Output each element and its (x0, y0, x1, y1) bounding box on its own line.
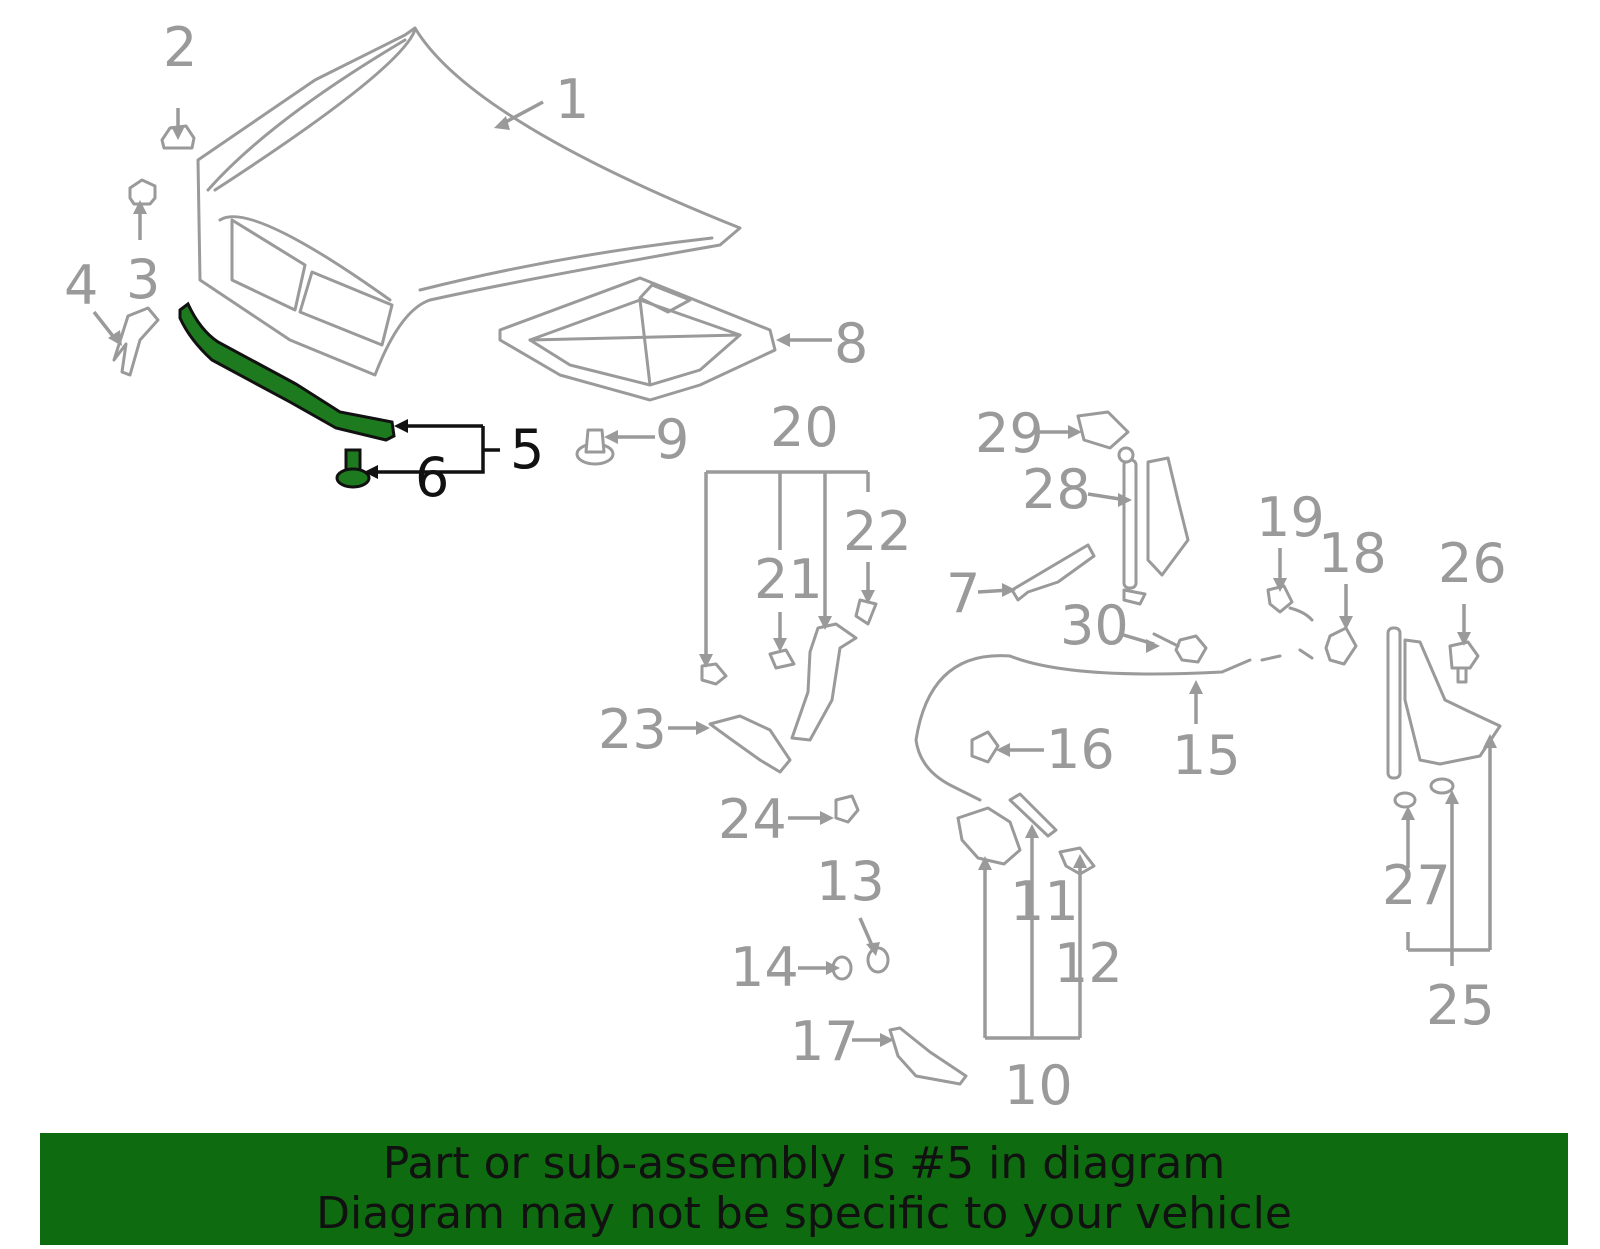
callout-9: 9 (655, 408, 689, 471)
callout-5: 5 (510, 418, 544, 481)
washer-part-13-14 (831, 946, 890, 981)
bolt-part-30 (1152, 632, 1208, 664)
banner-line-1: Part or sub-assembly is #5 in diagram (382, 1138, 1226, 1189)
callout-12: 12 (1054, 932, 1123, 995)
hinge-assembly-part-left (700, 598, 878, 824)
callout-30: 30 (1060, 594, 1129, 657)
callout-15: 15 (1172, 724, 1241, 787)
arrowheads-dark (364, 419, 408, 479)
callout-8: 8 (834, 312, 868, 375)
hood-insulator-part (498, 276, 777, 402)
callout-26: 26 (1438, 532, 1507, 595)
callout-23: 23 (598, 698, 667, 761)
hood-part (196, 26, 742, 377)
callout-3: 3 (126, 248, 160, 311)
callout-1: 1 (555, 68, 589, 131)
callout-18: 18 (1318, 522, 1387, 585)
callout-16: 16 (1046, 718, 1115, 781)
callout-10: 10 (1004, 1054, 1073, 1117)
callout-20: 20 (770, 396, 839, 459)
callout-2: 2 (163, 16, 197, 79)
clip-part (575, 428, 615, 466)
callout-6: 6 (415, 446, 449, 509)
latch-part (956, 792, 1096, 876)
release-handle-part (1010, 543, 1096, 602)
hinge-strut-part-right (1386, 626, 1502, 809)
cable-clip-part (970, 730, 1000, 764)
callout-17: 17 (790, 1010, 859, 1073)
callout-14: 14 (730, 936, 799, 999)
callout-11: 11 (1010, 870, 1079, 933)
callout-29: 29 (975, 402, 1044, 465)
callout-25: 25 (1426, 974, 1495, 1037)
callout-22: 22 (843, 500, 912, 563)
support-rod-part (112, 306, 160, 377)
callout-labels: 2 1 3 4 8 5 6 9 20 22 21 23 24 13 14 17 … (64, 16, 1507, 1117)
bracket-part-17 (888, 1026, 968, 1086)
callout-27: 27 (1382, 854, 1451, 917)
arrowheads (108, 116, 1497, 1047)
banner-line-2: Diagram may not be specific to your vehi… (316, 1188, 1292, 1239)
callout-24: 24 (718, 788, 787, 851)
info-banner: Part or sub-assembly is #5 in diagram Di… (40, 1133, 1568, 1245)
hood-seal-part-highlighted (178, 301, 396, 442)
callout-13: 13 (816, 850, 885, 913)
release-cable-part (914, 648, 1314, 802)
callout-4: 4 (64, 254, 98, 317)
callout-7: 7 (946, 562, 980, 625)
callout-19: 19 (1256, 486, 1325, 549)
cushion-part (128, 178, 157, 206)
bolt-part-26 (1448, 640, 1480, 684)
callout-21: 21 (754, 548, 823, 611)
callout-28: 28 (1022, 458, 1091, 521)
lock-part-right (1266, 584, 1358, 666)
hinge-strut-part-left (1076, 410, 1190, 606)
bolt-part-highlighted (335, 448, 371, 489)
